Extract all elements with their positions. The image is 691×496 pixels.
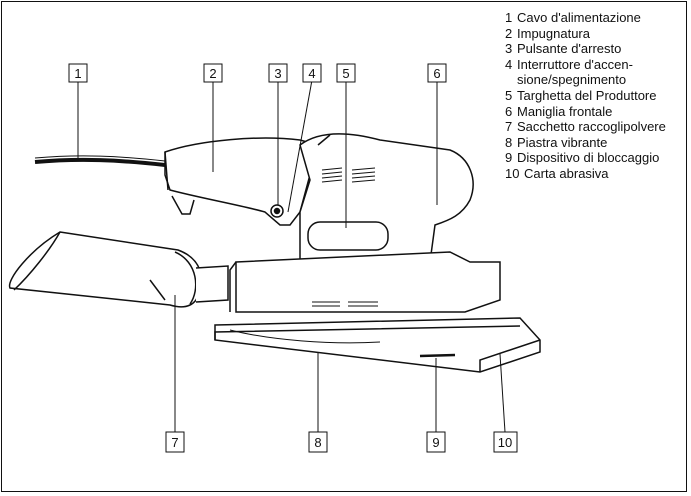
vibrating-plate — [214, 317, 541, 373]
legend-number: 1 — [505, 10, 513, 25]
power-cord — [34, 157, 166, 167]
callout-5: 5 — [342, 66, 349, 81]
legend-number: 2 — [505, 25, 513, 41]
legend-text: Impugnatura — [517, 25, 590, 41]
legend-text: Carta abrasiva — [524, 165, 609, 181]
callout-4: 4 — [308, 66, 315, 81]
rear-handle — [164, 137, 319, 226]
base-unit — [229, 251, 501, 313]
callout-box-4 — [302, 63, 322, 83]
callout-box-10 — [493, 431, 518, 453]
callout-box-7 — [165, 431, 185, 453]
legend-number: 3 — [505, 41, 513, 57]
legend-number: 6 — [505, 103, 513, 119]
legend-number: 4 — [505, 56, 513, 72]
callout-8: 8 — [314, 435, 321, 450]
callout-box-3 — [268, 63, 288, 83]
legend-text: Dispositivo di bloccaggio — [517, 150, 660, 166]
legend-number: 7 — [505, 119, 513, 135]
legend-number: 8 — [505, 134, 513, 150]
legend-number: 9 — [505, 150, 513, 166]
legend-item: 1 Cavo d'alimentazione — [505, 10, 687, 26]
legend-text: Cavo d'alimentazione — [517, 10, 641, 25]
callout-box-8 — [308, 431, 328, 453]
callout-6: 6 — [433, 66, 440, 81]
legend-text: Piastra vibrante — [517, 134, 608, 150]
callout-box-9 — [426, 431, 446, 453]
legend-text: Pulsante d'arresto — [517, 41, 622, 57]
legend-text: Targhetta del Produttore — [517, 87, 657, 103]
callout-10: 10 — [498, 435, 512, 450]
callout-3: 3 — [274, 66, 281, 81]
callout-7: 7 — [171, 435, 178, 450]
callout-box-6 — [427, 63, 447, 83]
callout-9: 9 — [432, 435, 439, 450]
callout-box-1 — [68, 63, 88, 83]
callout-box-2 — [203, 63, 223, 83]
legend-number: 5 — [505, 87, 513, 103]
body-housing — [299, 133, 474, 263]
legend-text: Maniglia frontale — [517, 103, 613, 119]
callout-box-5 — [336, 63, 356, 83]
dust-bag — [8, 231, 229, 308]
legend-text: Interruttore d'accen-sione/spegnimento — [517, 56, 633, 88]
legend-number: 10 — [505, 165, 520, 181]
callout-2: 2 — [209, 66, 216, 81]
callout-1: 1 — [74, 66, 81, 81]
legend-text: Sacchetto raccoglipolvere — [517, 119, 666, 135]
